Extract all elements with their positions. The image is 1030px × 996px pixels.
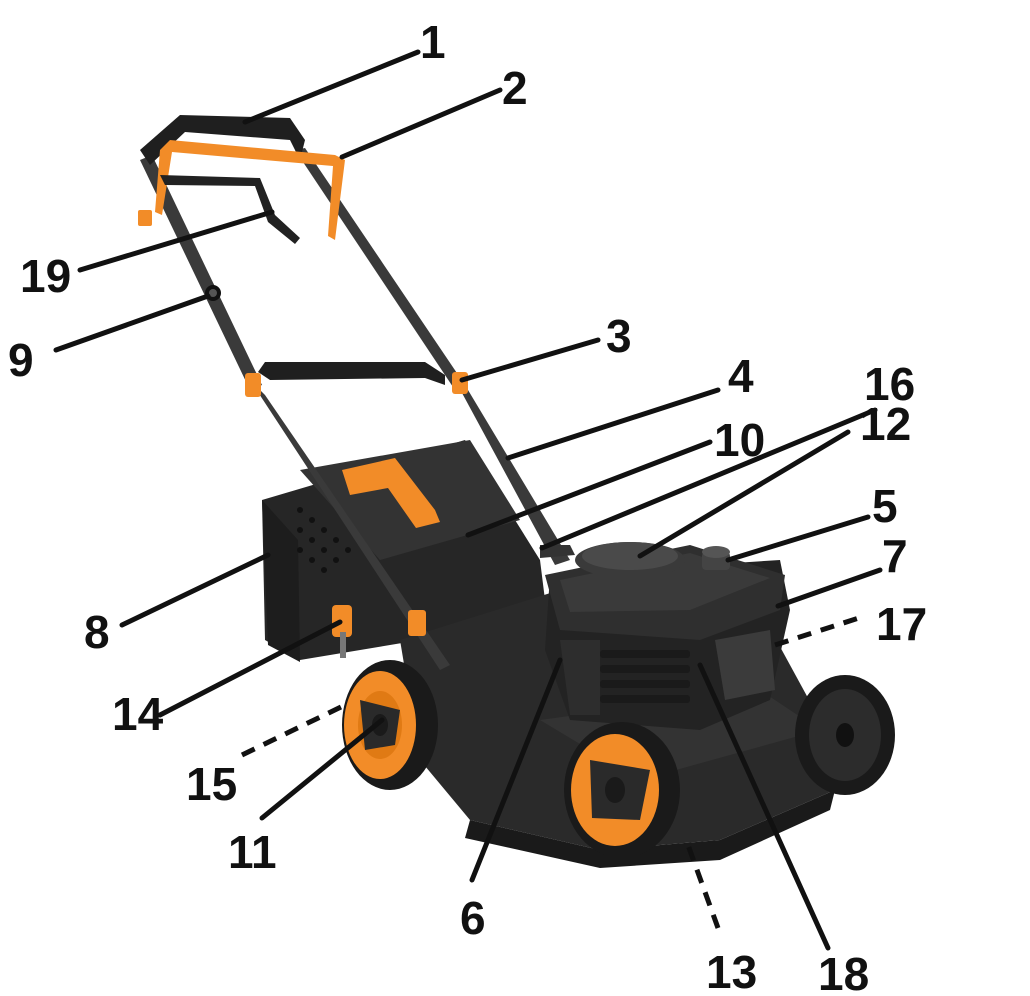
leader-11	[259, 717, 385, 821]
callout-11: 11	[228, 826, 277, 878]
leader-4	[505, 387, 721, 461]
leader-14	[157, 619, 343, 718]
leader-8	[119, 552, 271, 628]
callout-17: 17	[876, 598, 927, 650]
leader-17	[774, 614, 863, 648]
leader-12	[637, 429, 851, 559]
callout-6: 6	[460, 892, 486, 944]
callout-numbers: 1 2 3 4 5 6 7 8 9 10 11 12 13 14 15 16 1…	[8, 16, 927, 996]
leader-15	[240, 702, 347, 758]
leader-5	[725, 514, 871, 563]
callout-19: 19	[20, 250, 71, 302]
leader-18	[697, 662, 831, 951]
callout-1: 1	[420, 16, 446, 68]
leader-1	[242, 49, 421, 125]
callout-9: 9	[8, 334, 34, 386]
callout-10: 10	[714, 414, 765, 466]
callout-18: 18	[818, 948, 869, 996]
callout-5: 5	[872, 480, 898, 532]
leader-10	[465, 439, 713, 538]
callout-2: 2	[502, 62, 528, 114]
leader-19	[77, 209, 275, 273]
leader-2	[339, 87, 503, 160]
callout-13: 13	[706, 946, 757, 996]
leader-lines	[53, 49, 883, 951]
front-wheel-left	[564, 722, 680, 858]
rear-wheel	[342, 660, 438, 790]
leader-16	[539, 407, 878, 551]
handle-assembly	[138, 115, 575, 670]
leader-3	[459, 337, 601, 383]
callout-14: 14	[112, 688, 164, 740]
callout-12: 12	[860, 398, 911, 450]
callout-16: 16	[864, 358, 915, 410]
leader-7	[775, 567, 883, 609]
leader-9	[53, 293, 211, 353]
callout-15: 15	[186, 758, 237, 810]
leader-13	[685, 844, 721, 929]
engine-block	[545, 542, 790, 730]
callout-4: 4	[728, 350, 754, 402]
front-wheel-right	[795, 675, 895, 795]
lawn-mower-illustration	[138, 115, 895, 868]
callout-8: 8	[84, 606, 110, 658]
callout-7: 7	[882, 530, 908, 582]
callout-3: 3	[606, 310, 632, 362]
leader-6	[469, 657, 563, 883]
